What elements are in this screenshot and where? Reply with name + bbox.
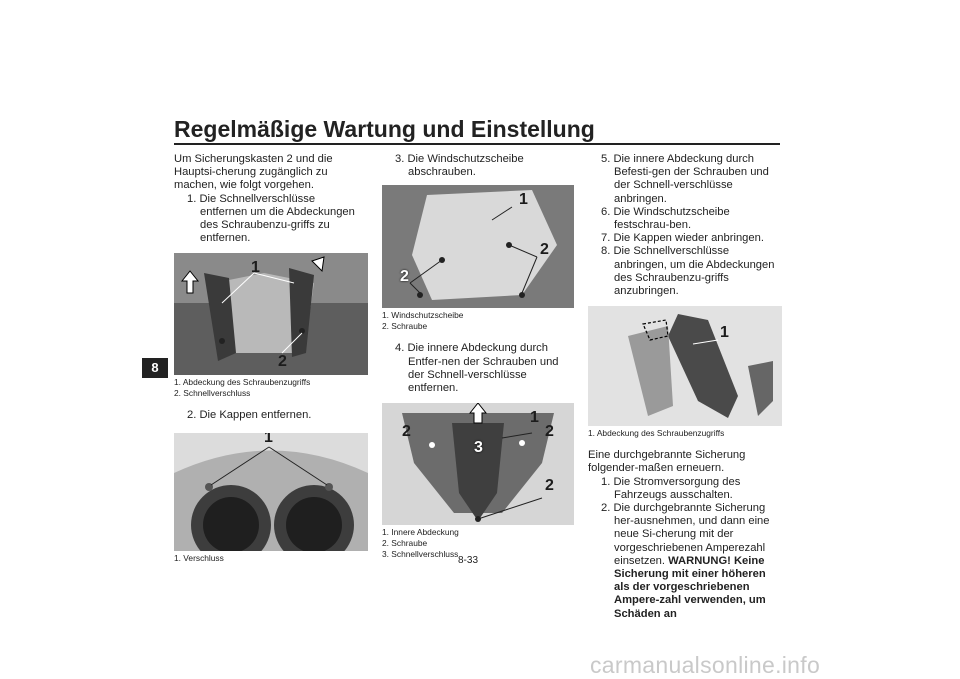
figure-caption: 1. Abdeckung des Schraubenzugriffs 2. Sc… <box>174 377 364 399</box>
figure-caption: 1. Abdeckung des Schraubenzugriffs <box>588 428 782 439</box>
footer-watermark: carmanualsonline.info <box>590 652 821 678</box>
callout-1: 1 <box>251 259 260 277</box>
inner-cover-illustration <box>382 403 574 526</box>
fuse-step-1: 1. Die Stromversorgung des Fahrzeugs aus… <box>601 475 741 501</box>
caption-item: 2. Schraube <box>382 538 428 549</box>
chapter-tab: 8 <box>142 358 168 378</box>
screw-access-cover-illustration <box>174 253 368 376</box>
step-4: 4. Die innere Abdeckung durch Entfer-nen… <box>395 342 559 395</box>
fuse-intro-text: Eine durchgebrannte Sicherung folgender-… <box>588 449 746 475</box>
figure-caption: 1. Windschutzscheibe 2. Schraube <box>382 310 574 332</box>
callout-1: 1 <box>530 409 539 427</box>
callout-2: 2 <box>402 423 411 441</box>
step-2: 2. Die Kappen entfernen. <box>187 409 312 422</box>
figure-caption: 1. Innere Abdeckung 2. Schraube 3. Schne… <box>382 527 574 560</box>
callout-2: 2 <box>545 477 554 495</box>
caps-illustration <box>174 432 368 551</box>
step-8: 8. Die Schnellverschlüsse anbringen, um … <box>601 245 775 298</box>
caption-item: 1. Innere Abdeckung <box>382 527 459 538</box>
figure-inner-cover: 1 2 2 3 2 <box>382 403 574 526</box>
step-5: 5. Die innere Abdeckung durch Befesti-ge… <box>601 153 769 205</box>
caption-item: 1. Verschluss <box>174 552 224 563</box>
callout-2: 2 <box>278 353 287 371</box>
callout-3: 3 <box>474 439 483 457</box>
column-2: 3. Die Windschutzscheibe abschrauben. 1 … <box>382 153 574 560</box>
page-title: Regelmäßige Wartung und Einstellung <box>174 116 595 142</box>
callout-2: 2 <box>545 423 554 441</box>
step-7: 7. Die Kappen wieder anbringen. <box>601 232 764 245</box>
figure-caption: 1. Verschluss <box>174 553 364 564</box>
caption-item: 3. Schnellverschluss <box>382 549 459 560</box>
warning-text: WARNUNG! Keine Sicherung mit einer höher… <box>614 554 766 620</box>
callout-1: 1 <box>519 191 528 209</box>
caption-item: 1. Abdeckung des Schraubenzugriffs <box>588 428 725 439</box>
title-rule <box>174 143 780 145</box>
figure-screw-access-cover: 1 2 <box>174 253 368 376</box>
callout-2: 2 <box>540 241 549 259</box>
figure-caps: 1 <box>174 432 368 551</box>
step-1: 1. Die Schnellverschlüsse entfernen um d… <box>187 192 355 245</box>
screw-access-cover-installed-illustration <box>588 306 782 427</box>
callout-1: 1 <box>264 432 273 446</box>
page-number: 8-33 <box>458 555 479 566</box>
callout-2: 2 <box>400 268 409 286</box>
caption-item: 1. Abdeckung des Schraubenzugriffs <box>174 377 311 388</box>
column-3: 5. Die innere Abdeckung durch Befesti-ge… <box>588 153 782 621</box>
fuse-step-2: 2. Die durchgebrannte Sicherung her-ausn… <box>588 502 782 621</box>
caption-item: 2. Schnellverschluss <box>174 388 251 399</box>
fuse-step-2-text: 2. Die durchgebrannte Sicherung her-ausn… <box>601 502 770 567</box>
step-6: 6. Die Windschutzscheibe festschrau-ben. <box>601 205 730 232</box>
windshield-illustration <box>382 185 574 309</box>
figure-screw-access-cover-installed: 1 <box>588 306 782 427</box>
intro-text: Um Sicherungskasten 2 und die Hauptsi-ch… <box>174 153 333 192</box>
figure-windshield: 1 2 2 <box>382 185 574 309</box>
caption-item: 2. Schraube <box>382 321 428 332</box>
caption-item: 1. Windschutzscheibe <box>382 310 464 321</box>
column-1: Um Sicherungskasten 2 und die Hauptsi-ch… <box>174 153 368 564</box>
step-3: 3. Die Windschutzscheibe abschrauben. <box>395 153 524 179</box>
callout-1: 1 <box>720 324 729 342</box>
